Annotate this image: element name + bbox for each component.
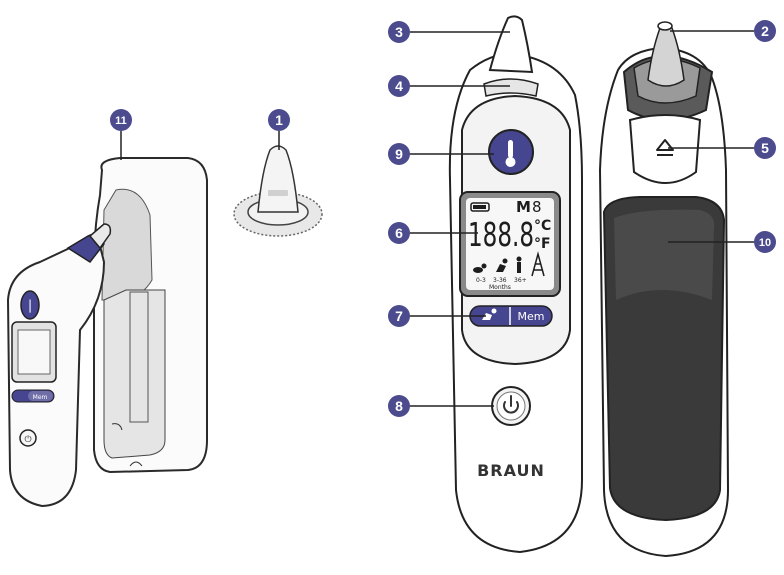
lens-filter-cone <box>257 145 299 213</box>
battery-door-highlight <box>614 209 715 300</box>
callout-label-8: 8 <box>395 398 403 414</box>
battery-icon-fill <box>473 205 486 209</box>
cap-inner-shadow <box>101 188 153 301</box>
small-lcd-screen <box>17 329 51 375</box>
small-mem-half <box>28 391 53 401</box>
front-probe-ring <box>483 78 539 97</box>
small-power-button <box>19 429 37 447</box>
thermometer-back-view <box>598 21 730 558</box>
callout-badge-5 <box>754 137 776 159</box>
infant-icon <box>473 267 483 273</box>
small-mem-label: Mem <box>33 394 48 401</box>
callout-badge-10 <box>754 231 776 253</box>
lcd-memory-digit: 8 <box>532 198 542 216</box>
callout-badge-9 <box>388 143 410 165</box>
callout-label-6: 6 <box>395 225 403 241</box>
toddler-icon-head <box>502 258 508 264</box>
callout-badge-4 <box>388 75 410 97</box>
child-icon <box>517 262 521 273</box>
callout-label-1: 1 <box>275 112 283 128</box>
lcd-unit-celsius: °C <box>534 218 551 234</box>
lcd-age-36plus: 36+ <box>514 277 527 284</box>
lcd-age-0-3: 0-3 <box>476 277 486 284</box>
lcd-temperature-reading: 188.8 <box>468 215 534 254</box>
callout-badge-11 <box>110 109 132 131</box>
lcd-age-icons <box>473 251 545 277</box>
lcd-unit-fahrenheit: °F <box>534 236 551 252</box>
lcd-memory-mark: M <box>516 198 531 216</box>
lcd-age-3-36: 3-36 <box>493 277 507 284</box>
thermometer-in-cap-illustration: ⎮ Mem ⏻ <box>6 157 208 508</box>
thermometer-front-view: M 8 188.8 °C °F 0-3 3-36 36+ Months Mem … <box>448 15 583 554</box>
lens-filter-logo <box>268 190 288 196</box>
mem-button-label: Mem <box>518 310 545 323</box>
lcd-age-unit: Months <box>489 284 511 291</box>
callout-label-7: 7 <box>395 308 403 324</box>
cap-inner-slot <box>103 289 166 459</box>
back-probe-cone <box>647 24 685 87</box>
exactemp-icon-bulb <box>505 157 516 167</box>
fever-indicator-icon <box>531 251 545 277</box>
callout-label-11: 11 <box>115 115 127 127</box>
lcd-screen <box>466 198 554 290</box>
callout-badge-3 <box>388 21 410 43</box>
exactemp-icon-stem <box>508 140 513 158</box>
callout-badge-7 <box>388 305 410 327</box>
callouts: 1 2 3 4 5 6 7 8 9 10 11 <box>110 20 776 417</box>
age-precision-icon-head <box>491 308 497 314</box>
cap-bottom-notch <box>129 461 143 467</box>
small-power-icon: ⏻ <box>24 434 31 445</box>
filter-ejector-button <box>628 114 702 184</box>
cap-clip-mark <box>111 423 123 431</box>
toddler-icon <box>496 264 506 272</box>
small-thermometer-button <box>20 290 40 320</box>
age-precision-icon <box>482 313 492 320</box>
callout-label-4: 4 <box>395 78 403 94</box>
callout-label-2: 2 <box>761 23 769 39</box>
child-icon-head <box>516 256 522 262</box>
callout-badge-8 <box>388 395 410 417</box>
callout-label-3: 3 <box>395 24 403 40</box>
infant-icon-head <box>481 263 487 269</box>
callout-label-5: 5 <box>761 140 769 156</box>
small-thermometer-icon: ⎮ <box>27 299 33 313</box>
cap-slot-detail <box>129 291 149 423</box>
eject-icon <box>656 139 674 156</box>
callout-badge-2 <box>754 20 776 42</box>
lens-filter-illustration <box>233 145 323 237</box>
battery-icon <box>470 202 490 212</box>
callout-label-9: 9 <box>395 146 403 162</box>
back-probe-lens <box>657 21 673 31</box>
callout-badge-6 <box>388 222 410 244</box>
small-probe-tip <box>88 223 112 250</box>
front-probe-tip <box>488 15 534 74</box>
callout-badge-1 <box>268 109 290 131</box>
power-icon <box>503 395 519 414</box>
brand-logo: BRAUN <box>477 461 545 480</box>
callout-label-10: 10 <box>759 237 771 249</box>
